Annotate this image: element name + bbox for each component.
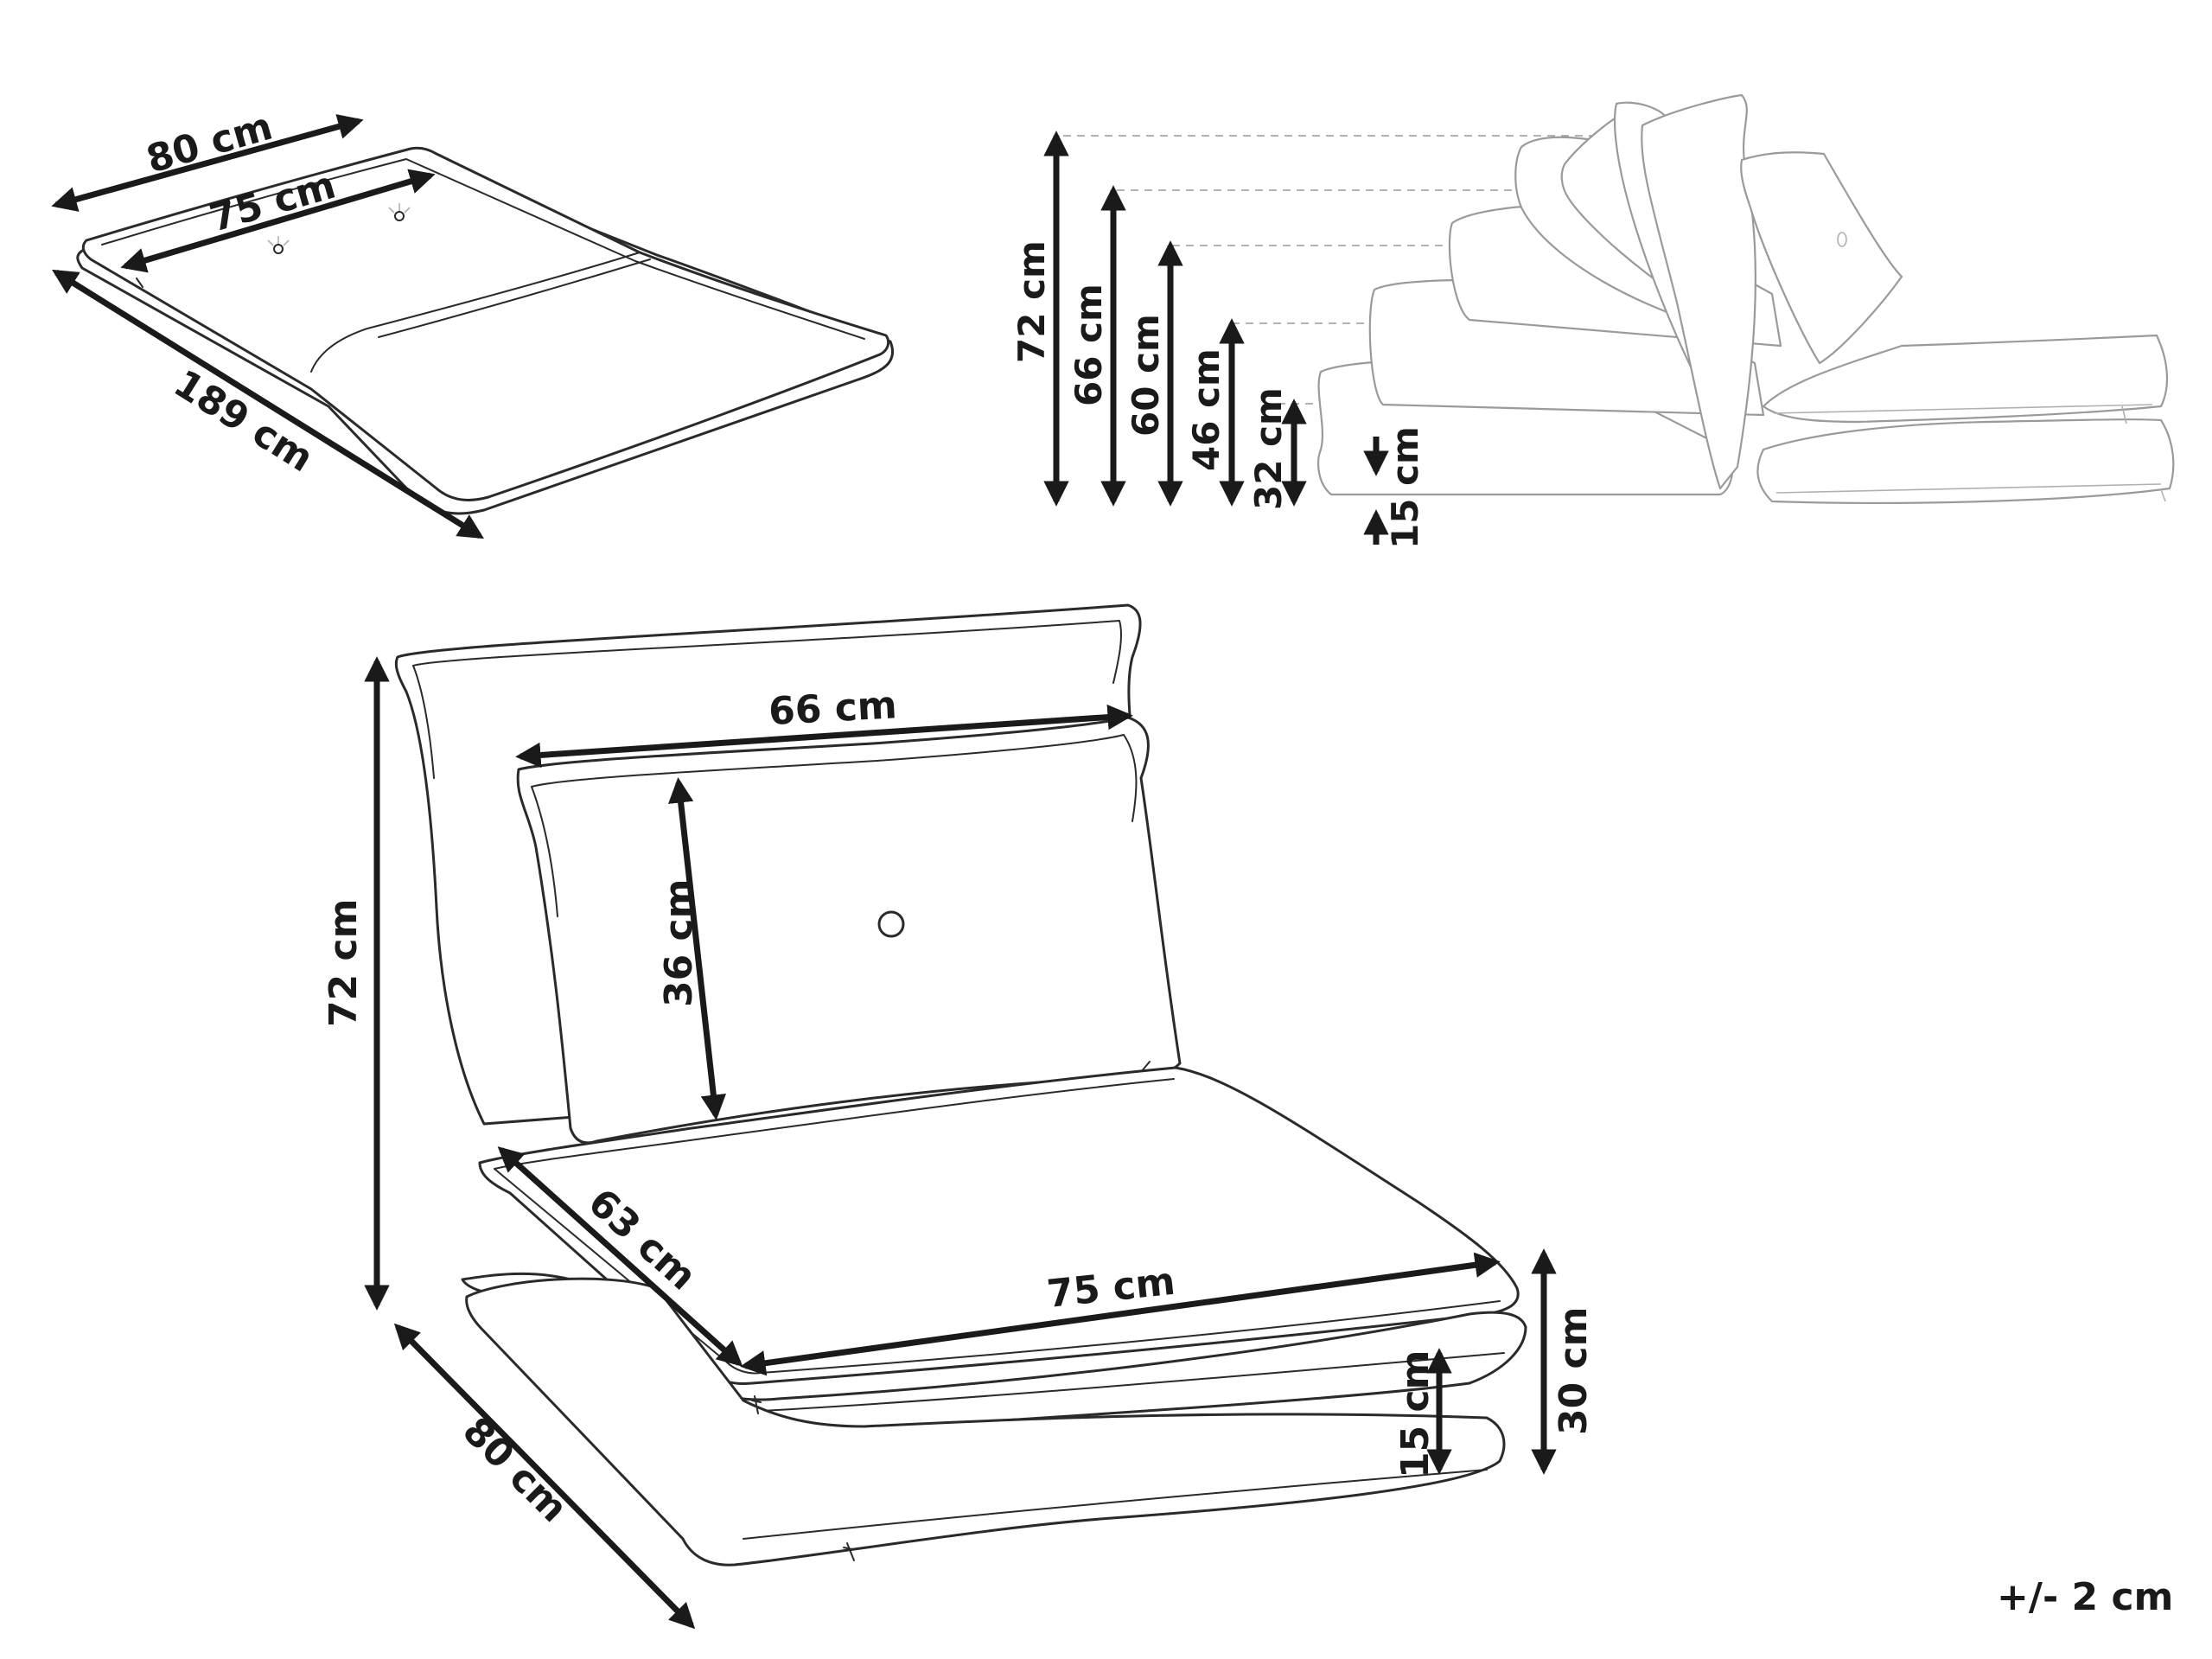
tolerance-note: +/- 2 cm — [1997, 1575, 2173, 1619]
pillow-width-arrow — [515, 704, 1133, 769]
pillow-height-arrow — [668, 777, 726, 1120]
side-recline-positions — [1063, 93, 2175, 504]
base-height-label: 15 cm — [1393, 1350, 1437, 1478]
seat-width-arrow — [740, 1252, 1501, 1376]
flat-width-outer-label: 80 cm — [142, 105, 277, 182]
chair-drawing — [394, 603, 1527, 1566]
height-72-label: 72 cm — [1010, 240, 1053, 363]
flat-mattress-drawing — [76, 146, 894, 515]
pillow-height-label: 36 cm — [657, 879, 701, 1007]
height-46-label: 46 cm — [1185, 348, 1227, 471]
chair-depth-label: 80 cm — [454, 1409, 576, 1531]
zipper-icon-lower — [843, 1542, 855, 1561]
side-dimension-lines: 72 cm 66 cm 60 cm 46 cm 32 cm 15 cm — [1010, 131, 1426, 549]
height-60-label: 60 cm — [1125, 314, 1167, 437]
height-15-label: 15 cm — [1384, 426, 1426, 549]
seat-depth-arrow — [497, 1146, 743, 1367]
chair-depth-arrow — [393, 1323, 696, 1630]
height-66-label: 66 cm — [1068, 284, 1110, 406]
flat-width-outer-arrow — [51, 114, 364, 212]
chair-height-label: 72 cm — [322, 899, 366, 1027]
zipper-icon — [751, 1395, 762, 1414]
flat-width-inner-arrow — [120, 169, 436, 273]
height-32-label: 32 cm — [1247, 387, 1290, 510]
seat-height-label: 30 cm — [1552, 1307, 1596, 1435]
pillow-width-label: 66 cm — [768, 683, 898, 734]
flat-length-arrow — [52, 269, 484, 539]
